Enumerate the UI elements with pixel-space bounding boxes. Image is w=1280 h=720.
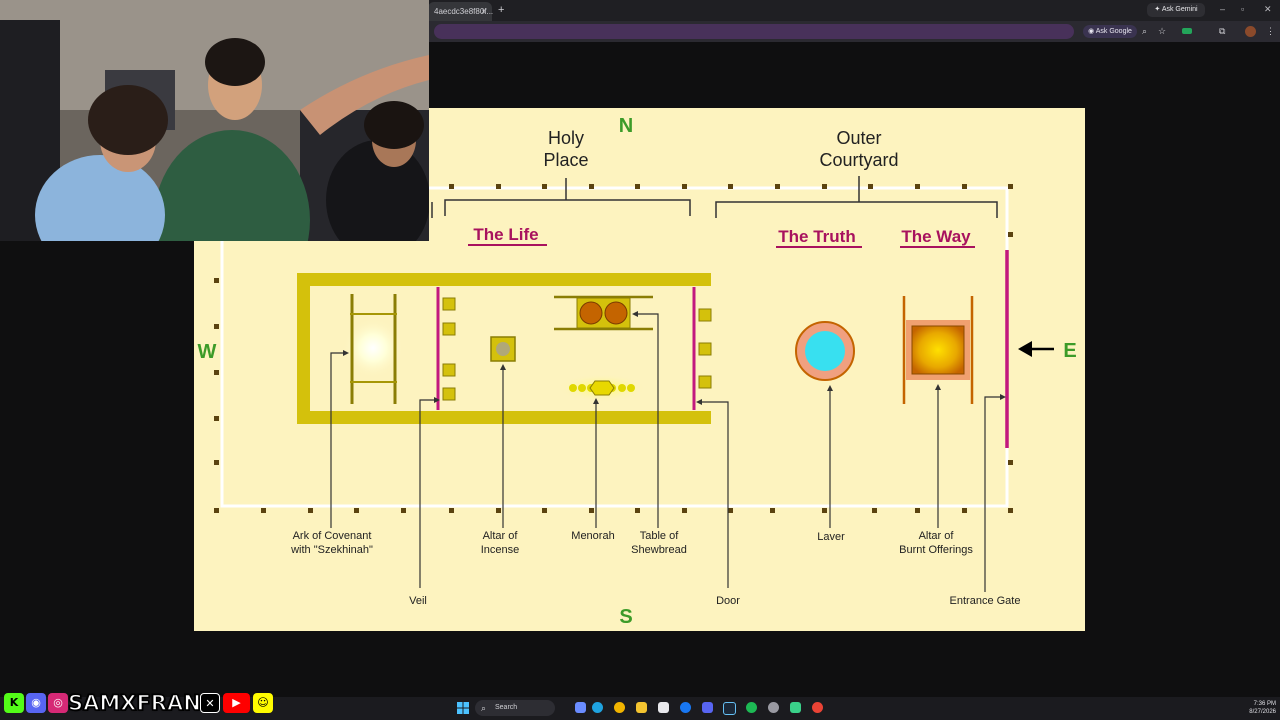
minimize-button[interactable]: – — [1220, 4, 1226, 14]
snapchat-icon: ☺ — [253, 693, 273, 713]
courtyard-posts — [214, 184, 1013, 513]
label-shewbread-line1: Table of — [640, 530, 679, 542]
new-tab-button[interactable]: + — [498, 4, 505, 16]
sparkle-icon: ✦ — [1154, 6, 1162, 13]
kick-icon: K — [4, 693, 24, 713]
label-entrance-gate: Entrance Gate — [950, 595, 1021, 607]
edge-icon[interactable] — [592, 702, 603, 713]
zoom-icon[interactable]: ⌕ — [1142, 26, 1148, 36]
altar-of-burnt-offerings-icon — [902, 296, 974, 404]
webcam-overlay — [0, 0, 429, 241]
laver-icon — [795, 321, 855, 381]
label-burnt-line1: Altar of — [919, 530, 955, 542]
label-menorah: Menorah — [571, 530, 614, 542]
tab-title: 4aecdc3e8f80f... — [434, 7, 494, 16]
label-ark-line1: Ark of Covenant — [293, 530, 372, 542]
compass-east: E — [1063, 340, 1076, 362]
heading-the-life: The Life — [473, 225, 538, 244]
spotify-icon[interactable] — [746, 702, 757, 713]
menorah-icon — [558, 374, 646, 402]
youtube-icon: ▶ — [223, 693, 250, 713]
store-icon[interactable] — [658, 702, 669, 713]
taskbar-search-label: Search — [495, 704, 518, 711]
ask-gemini-button[interactable]: ✦ Ask Gemini — [1147, 3, 1205, 17]
restore-button[interactable]: ▫ — [1241, 4, 1245, 14]
app-icon[interactable] — [790, 702, 801, 713]
windows-start-icon[interactable] — [457, 702, 469, 714]
chrome-icon[interactable] — [614, 702, 625, 713]
profile-avatar[interactable] — [1245, 26, 1256, 37]
x-twitter-icon: ✕ — [200, 693, 220, 713]
menu-kebab-icon[interactable]: ⋮ — [1266, 26, 1275, 36]
search-icon: ⌕ — [481, 703, 487, 713]
browser-tab[interactable]: 4aecdc3e8f80f... × — [428, 2, 494, 21]
altar-of-incense-icon — [490, 336, 516, 362]
steam-icon[interactable] — [723, 702, 736, 715]
windows-taskbar: Search ⌕ 7:36 PM 8/27/2026 — [0, 697, 1280, 720]
clock-date: 8/27/2026 — [1249, 709, 1276, 715]
clock-time: 7:36 PM — [1253, 701, 1276, 707]
settings-gear-icon[interactable] — [768, 702, 779, 713]
table-of-shewbread-icon — [554, 295, 653, 331]
label-laver: Laver — [817, 531, 845, 543]
label-incense-line2: Incense — [481, 544, 520, 556]
heading-the-truth: The Truth — [778, 227, 855, 246]
compass-south: S — [619, 606, 632, 628]
outer-courtyard-bracket — [715, 201, 998, 218]
close-window-button[interactable]: ✕ — [1264, 4, 1272, 14]
extension-icon[interactable] — [1182, 28, 1192, 34]
outer-courtyard-title-line1: Outer — [836, 128, 881, 148]
label-veil: Veil — [409, 595, 427, 607]
label-shewbread-line2: Shewbread — [631, 544, 687, 556]
taskbar-search-box[interactable]: Search — [475, 700, 555, 716]
instagram-icon: ◎ — [48, 693, 68, 713]
ask-google-button[interactable]: ◉ Ask Google — [1083, 25, 1137, 38]
ark-of-covenant-icon — [343, 294, 403, 404]
compass-north: N — [619, 115, 633, 137]
heading-the-way: The Way — [901, 227, 971, 246]
ask-gemini-label: Ask Gemini — [1161, 6, 1198, 13]
outer-courtyard-title-line2: Courtyard — [819, 150, 898, 170]
holy-place-bracket — [444, 199, 691, 216]
widgets-icon[interactable] — [575, 702, 586, 713]
chrome-active-icon[interactable] — [812, 702, 823, 713]
label-burnt-line2: Burnt Offerings — [899, 544, 973, 556]
label-incense-line1: Altar of — [483, 530, 519, 542]
compass-west: W — [198, 341, 217, 363]
holy-place-title-line2: Place — [543, 150, 588, 170]
lens-icon: ◉ — [1088, 28, 1096, 35]
holy-place-pillars — [442, 297, 712, 401]
webcam-feed — [0, 0, 429, 241]
extensions-puzzle-icon[interactable]: ⧉ — [1219, 26, 1226, 36]
label-door: Door — [716, 595, 740, 607]
facebook-icon[interactable] — [680, 702, 691, 713]
ask-google-label: Ask Google — [1095, 28, 1132, 35]
pointer-lines — [330, 313, 1000, 592]
taskbar-clock[interactable]: 7:36 PM 8/27/2026 — [1236, 700, 1276, 716]
discord-social-icon: ◉ — [26, 693, 46, 713]
tab-close-icon[interactable]: × — [481, 7, 486, 16]
label-ark-line2: with "Szekhinah" — [290, 544, 373, 556]
tabernacle-diagram: N S W E Holy Place Outer Courtyard The L… — [194, 108, 1085, 631]
channel-name: SAMXFRANK — [67, 690, 218, 716]
bookmark-star-icon[interactable]: ☆ — [1158, 26, 1167, 36]
file-explorer-icon[interactable] — [636, 702, 647, 713]
address-bar[interactable] — [434, 24, 1074, 39]
discord-icon[interactable] — [702, 702, 713, 713]
holy-place-title-line1: Holy — [548, 128, 584, 148]
